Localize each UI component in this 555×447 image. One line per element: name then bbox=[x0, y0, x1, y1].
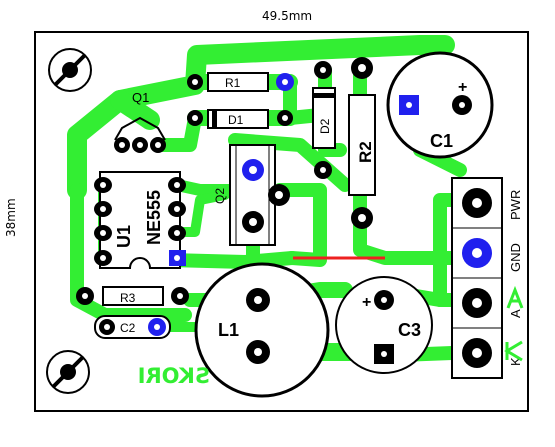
connector-block: PWR GND A K bbox=[451, 177, 524, 379]
c1-capacitor: + C1 bbox=[386, 51, 494, 159]
u1-pins bbox=[94, 177, 186, 266]
l1-inductor: L1 bbox=[194, 262, 330, 398]
mounting-hole-top-left bbox=[48, 48, 92, 92]
r2-label: R2 bbox=[356, 141, 375, 163]
d2-label: D2 bbox=[318, 118, 332, 134]
mounting-hole-bottom-left bbox=[46, 350, 90, 394]
c3-capacitor: + C3 bbox=[335, 276, 433, 374]
diode-cathode-icon bbox=[504, 340, 523, 362]
connector-label-gnd: GND bbox=[508, 243, 523, 272]
d1-label: D1 bbox=[228, 113, 244, 127]
c1-polarity: + bbox=[458, 79, 467, 96]
d1-diode: D1 bbox=[187, 109, 293, 129]
board-name-label: SKORI bbox=[138, 364, 210, 388]
r3-resistor: R3 bbox=[76, 286, 189, 306]
u1-part-label: NE555 bbox=[144, 190, 164, 245]
connector-label-pwr: PWR bbox=[508, 190, 523, 220]
board-outline bbox=[34, 31, 529, 412]
c2-label: C2 bbox=[120, 321, 136, 335]
q1-label: Q1 bbox=[132, 90, 149, 105]
r1-resistor: R1 bbox=[187, 72, 294, 92]
d2-diode: D2 bbox=[312, 61, 336, 179]
c3-polarity: + bbox=[362, 294, 371, 311]
r1-label: R1 bbox=[225, 76, 241, 90]
q2-transistor: Q2 bbox=[213, 144, 290, 246]
connector-label-a: A bbox=[508, 309, 523, 318]
diode-anode-icon bbox=[506, 285, 524, 309]
r2-resistor: R2 bbox=[348, 57, 376, 229]
c3-label: C3 bbox=[398, 320, 421, 340]
connector-label-k: K bbox=[508, 357, 523, 366]
c2-capacitor: C2 bbox=[94, 315, 171, 339]
width-dimension-label: 49.5mm bbox=[262, 9, 313, 23]
u1-ic: U1 NE555 bbox=[94, 171, 186, 269]
r3-label: R3 bbox=[120, 291, 136, 305]
l1-label: L1 bbox=[218, 320, 239, 340]
q2-label: Q2 bbox=[213, 188, 227, 204]
height-dimension-label: 38mm bbox=[4, 198, 18, 237]
c1-label: C1 bbox=[430, 131, 453, 151]
u1-label: U1 bbox=[114, 225, 134, 248]
q1-transistor: Q1 bbox=[114, 90, 166, 153]
